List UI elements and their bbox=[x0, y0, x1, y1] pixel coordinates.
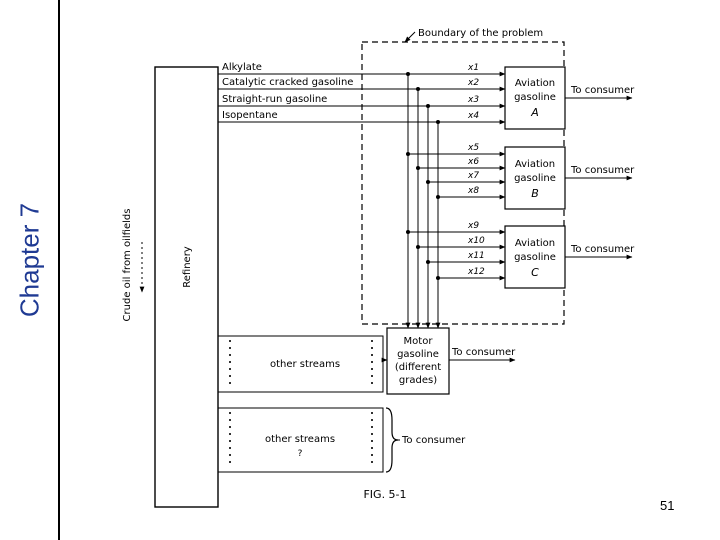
refinery-blending-diagram: Boundary of the problem Refinery Crude o… bbox=[122, 28, 635, 508]
x-label-11: x11 bbox=[467, 251, 485, 261]
motor-line2: gasoline bbox=[397, 349, 439, 360]
aviation-a-letter: A bbox=[530, 106, 539, 119]
stream-label-isopentane: Isopentane bbox=[222, 110, 278, 121]
boundary-label-leader bbox=[404, 31, 416, 43]
other-streams-1-label: other streams bbox=[270, 359, 340, 370]
x-label-6: x6 bbox=[467, 157, 479, 167]
other-streams-2-label: other streams bbox=[265, 434, 335, 445]
motor-line3: (different bbox=[395, 362, 441, 373]
motor-line4: grades) bbox=[399, 375, 437, 386]
aviation-b-to-consumer: To consumer bbox=[570, 165, 635, 176]
junction-dots bbox=[406, 72, 440, 280]
other-streams-2-box bbox=[217, 407, 384, 473]
chapter-sidebar: Chapter 7 bbox=[0, 0, 60, 540]
refinery-label: Refinery bbox=[182, 246, 193, 288]
x-label-5: x5 bbox=[467, 143, 479, 153]
crude-oil-label: Crude oil from oilfields bbox=[122, 209, 133, 322]
other-streams-2-mark: ? bbox=[298, 449, 303, 459]
x-label-3: x3 bbox=[467, 95, 479, 105]
x-label-9: x9 bbox=[467, 221, 479, 231]
stream-label-catalytic: Catalytic cracked gasoline bbox=[222, 77, 353, 88]
figure-caption: FIG. 5-1 bbox=[363, 488, 406, 501]
refinery-block bbox=[154, 66, 219, 508]
aviation-a-line1: Aviation bbox=[515, 78, 555, 89]
x-label-10: x10 bbox=[467, 236, 485, 246]
aviation-c-letter: C bbox=[531, 266, 539, 279]
aviation-a-to-consumer: To consumer bbox=[570, 85, 635, 96]
aviation-b-line2: gasoline bbox=[514, 173, 556, 184]
aviation-gasoline-a-box bbox=[504, 66, 566, 130]
x-label-8: x8 bbox=[467, 186, 479, 196]
other-streams-2-to-consumer: To consumer bbox=[401, 435, 466, 446]
aviation-a-line2: gasoline bbox=[514, 92, 556, 103]
aviation-b-line1: Aviation bbox=[515, 159, 555, 170]
x-label-2: x2 bbox=[467, 78, 479, 88]
x-label-7: x7 bbox=[467, 171, 479, 181]
aviation-c-line1: Aviation bbox=[515, 238, 555, 249]
page-number: 51 bbox=[660, 498, 675, 513]
motor-to-consumer: To consumer bbox=[451, 347, 516, 358]
aviation-c-line2: gasoline bbox=[514, 252, 556, 263]
x-label-4: x4 bbox=[467, 111, 479, 121]
aviation-b-letter: B bbox=[531, 187, 539, 200]
other-streams-1-box bbox=[217, 335, 384, 393]
x-label-1: x1 bbox=[467, 63, 479, 73]
stream-label-alkylate: Alkylate bbox=[222, 62, 262, 73]
aviation-c-to-consumer: To consumer bbox=[570, 244, 635, 255]
motor-line1: Motor bbox=[404, 336, 434, 347]
chapter-title: Chapter 7 bbox=[14, 202, 45, 318]
motor-gasoline-box bbox=[386, 327, 450, 395]
boundary-label: Boundary of the problem bbox=[418, 28, 543, 39]
stream-label-straight-run: Straight-run gasoline bbox=[222, 94, 327, 105]
x-label-12: x12 bbox=[467, 267, 485, 277]
aviation-gasoline-c-box bbox=[504, 225, 566, 289]
other-streams-2-brace bbox=[385, 407, 399, 473]
aviation-gasoline-b-box bbox=[504, 146, 566, 210]
